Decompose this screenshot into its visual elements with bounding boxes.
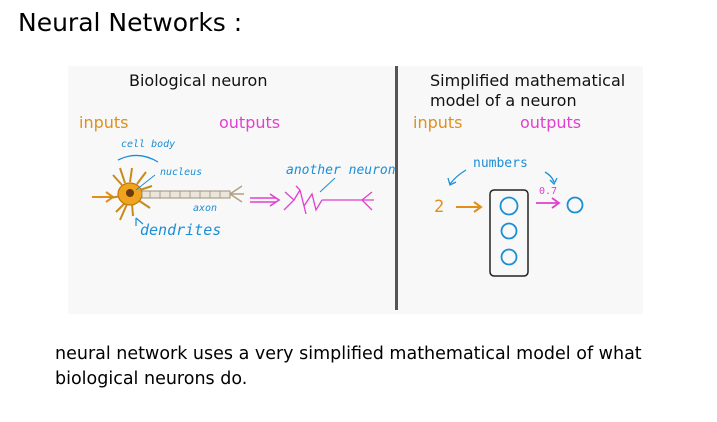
bio-input-arrow-icon	[92, 191, 115, 203]
neuron-circle-2	[500, 222, 518, 240]
biological-neuron-heading: Biological neuron	[129, 71, 268, 90]
cell-body-bracket	[117, 154, 159, 163]
math-input-arrow-icon	[456, 201, 483, 213]
slide-title: Neural Networks :	[18, 8, 243, 37]
bio-inputs-label: inputs	[79, 113, 129, 132]
panel-divider	[395, 66, 398, 310]
math-output-arrow-icon	[536, 197, 561, 209]
output-value-annotation: 0.7	[539, 186, 558, 197]
neuron-cell-body-icon	[109, 167, 153, 221]
math-inputs-label: inputs	[413, 113, 463, 132]
figure-panel	[68, 66, 643, 314]
caption-text: neural network uses a very simplified ma…	[55, 344, 642, 389]
numbers-annotation: numbers	[473, 156, 528, 171]
math-model-heading-line2: model of a neuron	[430, 91, 577, 110]
another-neuron-icon	[283, 185, 374, 215]
neuron-circle-3	[500, 248, 518, 266]
input-value-annotation: 2	[434, 197, 445, 217]
nucleus-pointer	[135, 174, 156, 191]
output-neuron-circle	[566, 196, 584, 214]
dendrites-annotation: dendrites	[140, 221, 222, 239]
dendrites-pointer	[135, 217, 144, 226]
axon-annotation: axon	[193, 203, 218, 214]
numbers-left-arrow	[449, 169, 467, 185]
math-outputs-label: outputs	[520, 113, 582, 132]
neuron-circle-1	[499, 196, 519, 216]
bio-outputs-label: outputs	[219, 113, 281, 132]
another-neuron-annotation: another neuron	[286, 163, 396, 178]
another-neuron-pointer	[319, 177, 336, 193]
nucleus-annotation: nucleus	[160, 167, 203, 178]
math-model-heading-line1: Simplified mathematical	[430, 71, 626, 90]
numbers-right-arrow	[544, 171, 555, 183]
cell-body-annotation: cell body	[121, 139, 176, 150]
neuron-box	[489, 189, 529, 277]
bio-output-arrow-icon	[250, 193, 281, 207]
axon-icon	[141, 185, 244, 203]
